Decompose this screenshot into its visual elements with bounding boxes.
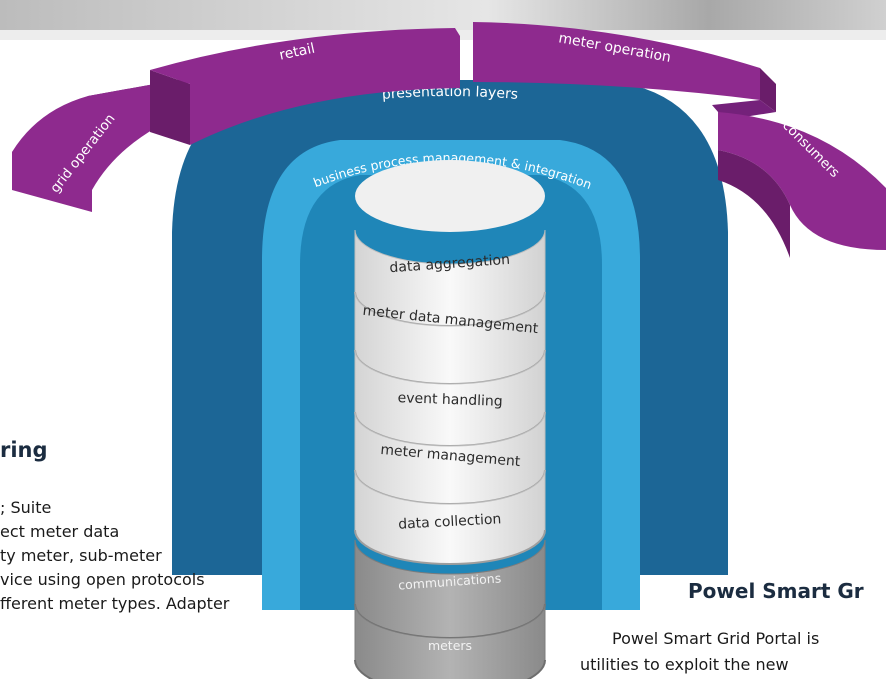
- left-section-line: ect meter data: [0, 522, 119, 541]
- photo-strip: [0, 0, 886, 30]
- right-section-line: utilities to exploit the new: [580, 655, 789, 674]
- left-section-heading: ring: [0, 438, 48, 462]
- outer-segment-retail: retail: [150, 28, 460, 145]
- right-section-line: Powel Smart Grid Portal is: [612, 629, 819, 648]
- stack-layer-label: data collection: [398, 511, 502, 532]
- retail-label: retail: [278, 41, 316, 64]
- outer-segment-meter-operation: meter operation: [473, 22, 776, 120]
- stack-layer-label: communications: [398, 570, 502, 592]
- left-section-line: fferent meter types. Adapter: [0, 594, 230, 613]
- stack-layer-label: event handling: [397, 390, 503, 410]
- left-section-line: vice using open protocols: [0, 570, 205, 589]
- left-section-line: ; Suite: [0, 498, 51, 517]
- cylinder-top: [355, 160, 545, 232]
- outer-segment-consumers: consumers: [718, 112, 886, 258]
- right-section-heading: Powel Smart Gr: [688, 579, 864, 603]
- stack-layer-meters: meters: [354, 603, 546, 679]
- stack-layer-data-collection: data collection: [354, 469, 546, 565]
- left-section-line: ty meter, sub-meter: [0, 546, 162, 565]
- stack-layer-label: meters: [428, 638, 472, 653]
